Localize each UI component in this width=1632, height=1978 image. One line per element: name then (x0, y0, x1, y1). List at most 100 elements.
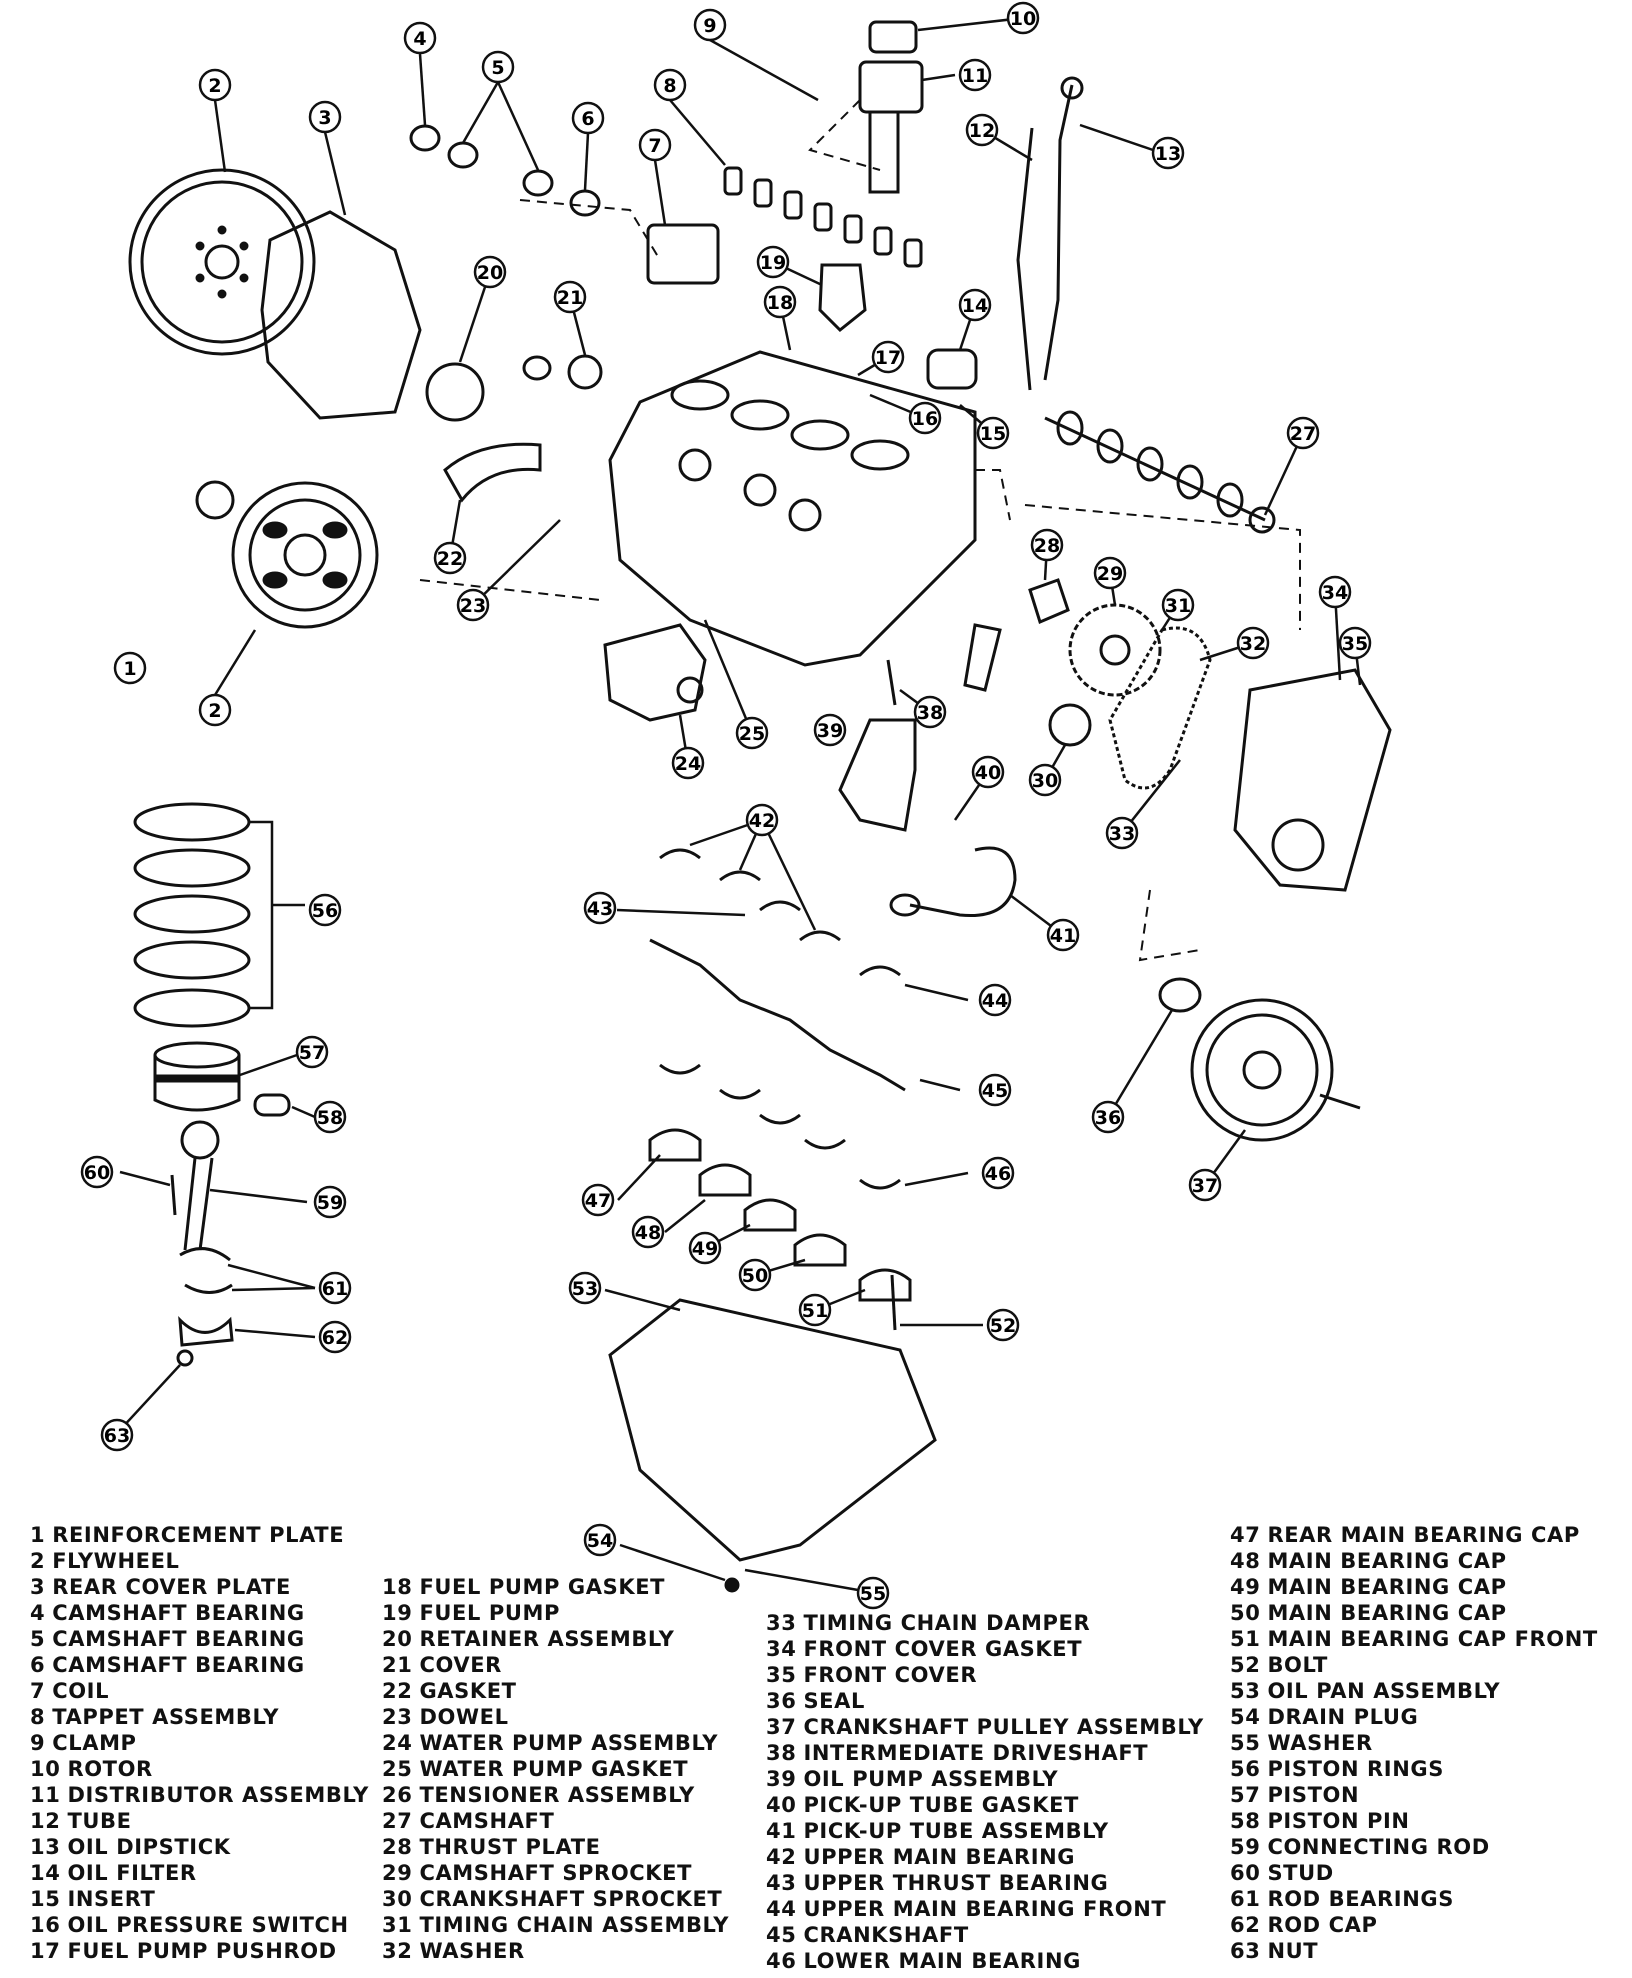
legend-item-label: COVER (419, 1653, 502, 1677)
legend-item-number: 5 (30, 1627, 46, 1651)
legend-item-label: FUEL PUMP GASKET (419, 1575, 666, 1599)
callout-49: 49 (688, 1231, 722, 1265)
callout-62: 62 (318, 1320, 352, 1354)
callout-23: 23 (456, 588, 490, 622)
fuel-pump-part (818, 263, 867, 333)
legend-item-number: 29 (382, 1861, 413, 1885)
callout-24: 24 (671, 746, 705, 780)
svg-text:11: 11 (962, 65, 988, 87)
legend-item-label: FUEL PUMP PUSHROD (67, 1939, 337, 1963)
legend-item-number: 17 (30, 1939, 61, 1963)
legend-item-label: ROD CAP (1267, 1913, 1378, 1937)
svg-text:50: 50 (742, 1265, 768, 1287)
tensioner-part (963, 623, 1002, 692)
callout-40: 40 (971, 755, 1005, 789)
svg-text:54: 54 (587, 1530, 613, 1552)
callout-54: 54 (583, 1523, 617, 1557)
callout-20: 20 (473, 255, 507, 289)
svg-text:45: 45 (982, 1080, 1008, 1102)
svg-text:21: 21 (557, 287, 583, 309)
callout-39: 39 (813, 713, 847, 747)
svg-text:43: 43 (587, 898, 613, 920)
svg-text:39: 39 (817, 720, 843, 742)
svg-text:8: 8 (663, 75, 676, 97)
callout-3: 3 (308, 100, 342, 134)
legend-item-label: TAPPET ASSEMBLY (52, 1705, 280, 1729)
legend-item-label: FUEL PUMP (419, 1601, 561, 1625)
legend-item-number: 35 (766, 1663, 797, 1687)
callout-16: 16 (908, 401, 942, 435)
legend-item-label: CRANKSHAFT PULLEY ASSEMBLY (803, 1715, 1204, 1739)
svg-text:12: 12 (969, 120, 995, 142)
legend-item-label: TIMING CHAIN DAMPER (803, 1611, 1091, 1635)
legend-item-label: STUD (1267, 1861, 1334, 1885)
legend-item-label: MAIN BEARING CAP (1267, 1601, 1507, 1625)
svg-text:24: 24 (675, 753, 701, 775)
svg-text:16: 16 (912, 408, 938, 430)
piston-pin-part (253, 1093, 291, 1117)
legend-item-number: 40 (766, 1793, 797, 1817)
legend-item-number: 23 (382, 1705, 413, 1729)
legend-item-number: 27 (382, 1809, 413, 1833)
legend-item-label: TIMING CHAIN ASSEMBLY (419, 1913, 730, 1937)
svg-text:9: 9 (703, 15, 716, 37)
legend-item-label: INTERMEDIATE DRIVESHAFT (803, 1741, 1149, 1765)
legend-item-number: 58 (1230, 1809, 1261, 1833)
svg-text:40: 40 (975, 762, 1001, 784)
legend-item-number: 21 (382, 1653, 413, 1677)
oil-pan-part (608, 1298, 937, 1562)
legend-item-label: PICK-UP TUBE GASKET (803, 1793, 1079, 1817)
legend-item-label: CAMSHAFT SPROCKET (419, 1861, 693, 1885)
svg-text:27: 27 (1290, 423, 1316, 445)
legend-item-number: 34 (766, 1637, 797, 1661)
piston-rings-part (133, 802, 251, 1028)
legend-item-number: 36 (766, 1689, 797, 1713)
callout-5: 5 (481, 50, 515, 84)
legend-item-label: CAMSHAFT BEARING (52, 1653, 305, 1677)
legend-item-label: FLYWHEEL (52, 1549, 180, 1573)
callout-58: 58 (313, 1100, 347, 1134)
legend-item-number: 32 (382, 1939, 413, 1963)
legend-item-label: ROTOR (67, 1757, 153, 1781)
svg-text:5: 5 (491, 57, 504, 79)
legend-item-number: 9 (30, 1731, 46, 1755)
legend-item-number: 49 (1230, 1575, 1261, 1599)
oil-pump-part (838, 718, 917, 832)
legend-item-label: WASHER (1267, 1731, 1373, 1755)
legend-item-label: DRAIN PLUG (1267, 1705, 1419, 1729)
flywheel-upper-part (128, 168, 316, 356)
legend-item-label: SEAL (803, 1689, 865, 1713)
svg-text:3: 3 (318, 107, 331, 129)
tappet-assembly-part (723, 166, 923, 268)
connecting-rod-part (178, 1120, 234, 1347)
legend-item-label: GASKET (419, 1679, 517, 1703)
legend-item-number: 24 (382, 1731, 413, 1755)
legend-item-number: 60 (1230, 1861, 1261, 1885)
legend-item-number: 10 (30, 1757, 61, 1781)
callout-61: 61 (318, 1271, 352, 1305)
bearing-caps-part (648, 1128, 912, 1302)
svg-text:34: 34 (1322, 582, 1348, 604)
crankshaft-sprocket-part (1048, 703, 1092, 747)
camshaft-sprocket-part (1068, 603, 1162, 697)
legend-item-number: 62 (1230, 1913, 1261, 1937)
legend-item-label: PISTON (1267, 1783, 1360, 1807)
oil-filter-part (926, 348, 978, 390)
callout-21: 21 (553, 280, 587, 314)
cover-part (567, 354, 603, 390)
callout-48: 48 (631, 1215, 665, 1249)
